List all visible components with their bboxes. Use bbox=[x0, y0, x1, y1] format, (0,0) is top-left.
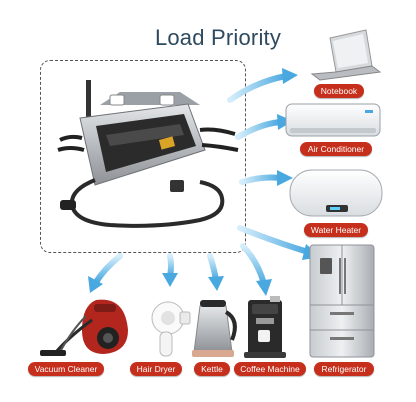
kettle-image bbox=[192, 300, 237, 357]
coffee-machine-image bbox=[244, 296, 286, 358]
arrow-to-kettle bbox=[207, 253, 224, 291]
arrow-to-coffee-machine bbox=[240, 243, 272, 296]
arrow-to-hair-dryer bbox=[162, 253, 178, 287]
arrow-to-air-conditioner bbox=[235, 114, 293, 140]
water-heater-image bbox=[289, 169, 383, 217]
notebook-image bbox=[310, 29, 382, 81]
hair-dryer-image bbox=[151, 301, 191, 357]
label-water-heater: Water Heater bbox=[304, 223, 368, 237]
vacuum-cleaner-image bbox=[40, 299, 128, 356]
label-vacuum-cleaner: Vacuum Cleaner bbox=[28, 362, 104, 376]
label-refrigerator: Refrigerator bbox=[314, 362, 374, 376]
microinverter-image bbox=[57, 80, 239, 228]
label-kettle: Kettle bbox=[194, 362, 230, 376]
label-hair-dryer: Hair Dryer bbox=[130, 362, 182, 376]
arrow-to-water-heater bbox=[239, 170, 293, 186]
label-air-conditioner: Air Conditioner bbox=[300, 142, 372, 156]
refrigerator-image bbox=[309, 244, 375, 358]
inverter-frame bbox=[40, 60, 246, 253]
arrow-to-vacuum-cleaner bbox=[88, 253, 123, 293]
page-title: Load Priority bbox=[154, 25, 282, 50]
arrow-to-notebook bbox=[227, 68, 298, 103]
label-coffee-machine: Coffee Machine bbox=[234, 362, 306, 376]
label-notebook: Notebook bbox=[314, 84, 364, 98]
air-conditioner-image bbox=[285, 103, 381, 137]
